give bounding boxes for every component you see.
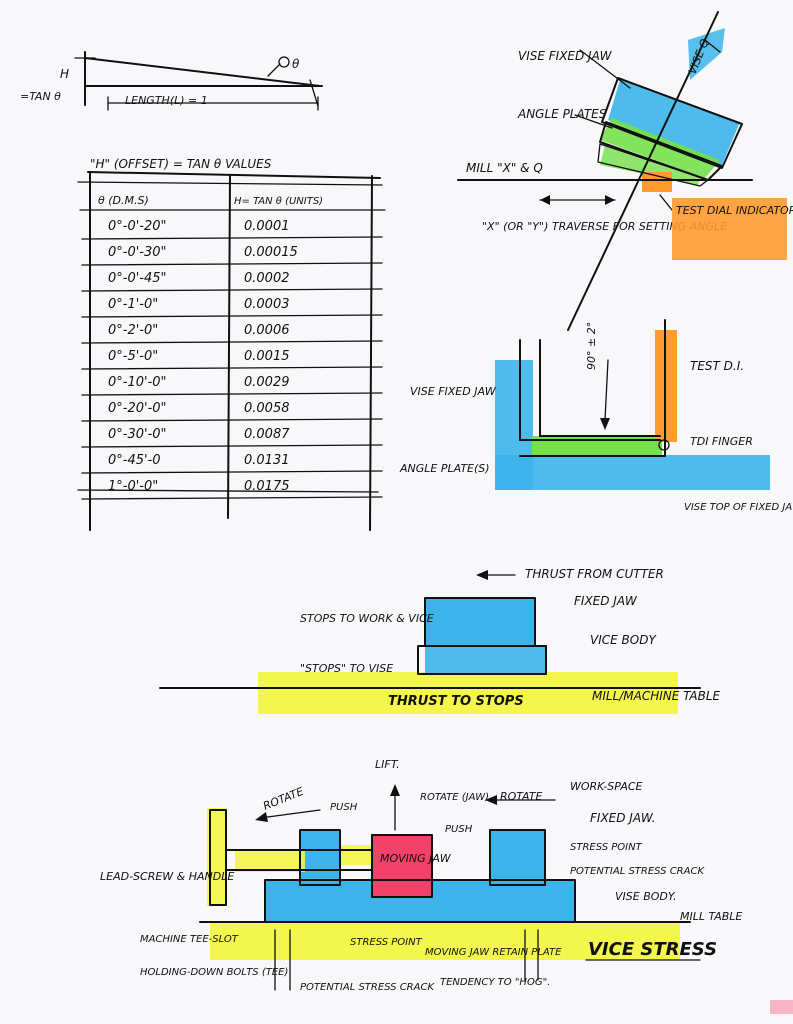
table-row-line — [81, 496, 383, 500]
thrust-mill-table-label: MILL/MACHINE TABLE — [592, 689, 721, 703]
table-highlight — [258, 672, 678, 714]
fixed-jaw-highlight — [608, 80, 740, 165]
table-cell-angle: 1°-0'-0" — [108, 479, 158, 494]
corner-mark — [770, 1000, 793, 1014]
stops-to-work-label: STOPS TO WORK & VICE — [300, 612, 434, 625]
hog-label: TENDENCY TO "HOG". — [440, 977, 550, 988]
stress-table-highlight — [210, 922, 680, 960]
holding-bolts-label: HOLDING-DOWN BOLTS (TEE) — [140, 967, 288, 978]
thrust-jaw-highlight — [425, 598, 535, 646]
table-row-line — [81, 340, 383, 344]
thrust-fixed-jaw-label: FIXED JAW — [574, 594, 638, 608]
lift-label: LIFT. — [375, 758, 400, 771]
table-cell-angle: 0°-20'-0" — [108, 401, 167, 416]
table-cell-angle: 0°-45'-0 — [108, 453, 161, 468]
table-cell-angle: 0°-1'-0" — [108, 297, 158, 312]
table-cell-tan: 0.0003 — [244, 297, 290, 312]
lead-screw-label: LEAD-SCREW & HANDLE — [100, 870, 234, 883]
stops-to-vise-label: "STOPS" TO VISE — [300, 662, 393, 675]
traverse-label: "X" (OR "Y") TRAVERSE FOR SETTING ANGLE — [482, 220, 727, 233]
test-di-label: TEST D.I. — [690, 359, 744, 373]
table-cell-tan: 0.0175 — [244, 479, 290, 494]
vice-body-label: VICE BODY — [590, 633, 657, 647]
tdi-highlight — [642, 172, 672, 192]
moving-jaw-highlight — [372, 835, 432, 897]
table-row-line — [81, 236, 383, 240]
tan-label: =TAN θ — [20, 90, 61, 103]
vise-fixed-jaw-label: VISE FIXED JAW — [518, 49, 613, 63]
tdi-finger-label: TDI FINGER — [690, 435, 753, 448]
tan-sketch: H =TAN θ LENGTH(L) = 1 θ — [20, 51, 323, 111]
table-row-line — [81, 262, 383, 266]
stress-vise-body-label: VISE BODY. — [615, 890, 677, 903]
table-row-line — [81, 288, 383, 292]
thrust-from-cutter-label: THRUST FROM CUTTER — [525, 567, 664, 581]
stress-point-left-label: STRESS POINT — [350, 937, 423, 948]
table-row-line — [81, 392, 383, 396]
table-cell-angle: 0°-30'-0" — [108, 427, 167, 442]
table-cell-angle: 0°-0'-30" — [108, 245, 167, 260]
rotate-jaw-label: ROTATE (JAW) — [420, 792, 489, 803]
table-header-theta: θ (D.M.S) — [98, 194, 149, 207]
table-row-line — [81, 314, 383, 318]
height-label: H — [60, 67, 69, 81]
moving-jaw-plate-label: MOVING JAW RETAIN PLATE — [425, 947, 562, 958]
table-cell-angle: 0°-5'-0" — [108, 349, 158, 364]
table-cell-tan: 0.0001 — [244, 219, 290, 234]
table-title: "H" (OFFSET) = TAN θ VALUES — [90, 157, 272, 171]
angle-label: 90° ± 2° — [585, 322, 598, 370]
table-cell-tan: 0.0087 — [244, 427, 290, 442]
rotate-right-label: ROTATE — [500, 790, 542, 803]
angle-plates-label: ANGLE PLATES — [517, 107, 607, 121]
table-cell-angle: 0°-0'-20" — [108, 219, 167, 234]
table-cell-tan: 0.0058 — [244, 401, 290, 416]
table-cell-angle: 0°-2'-0" — [108, 323, 158, 338]
stress-point-right-label: STRESS POINT — [570, 842, 643, 853]
tdi-label: TEST DIAL INDICATOR (TDI) — [676, 204, 793, 217]
table-row-line — [81, 418, 383, 422]
potential-crack-right-label: POTENTIAL STRESS CRACK — [570, 866, 705, 877]
moving-jaw-label: MOVING JAW — [380, 852, 452, 865]
square-detail: TEST D.I. 90° ± 2° VISE FIXED JAW TDI FI… — [399, 319, 793, 513]
vise-setup: VISE FIXED JAW VISE Q ANGLE PLATES MILL … — [457, 11, 793, 331]
potential-crack-left-label: POTENTIAL STRESS CRACK — [300, 982, 435, 993]
stress-mill-table-label: MILL TABLE — [680, 910, 742, 923]
table-cell-tan: 0.0006 — [244, 323, 290, 338]
vice-stress-title: VICE STRESS — [588, 939, 717, 960]
lead-screw-highlight — [235, 850, 305, 872]
tee-slot-label: MACHINE TEE-SLOT — [140, 934, 239, 945]
push-right-label: PUSH — [445, 824, 473, 835]
table-cell-tan: 0.0131 — [244, 453, 290, 468]
stress-fixed-jaw-label: FIXED JAW. — [590, 811, 656, 825]
length-label: LENGTH(L) = 1 — [125, 94, 208, 107]
table-cell-angle: 0°-0'-45" — [108, 271, 167, 286]
table-row-line — [81, 470, 383, 474]
thrust-stops-label: THRUST TO STOPS — [388, 694, 524, 709]
vise-top-label: VISE TOP OF FIXED JAW. — [684, 502, 793, 513]
vice-stress-diagram: LIFT. ROTATE PUSH ROTATE (JAW) ROTATE PU… — [100, 758, 742, 993]
tdi-label-highlight — [672, 198, 787, 260]
table-cell-tan: 0.0015 — [244, 349, 290, 364]
table-row-line — [81, 444, 383, 448]
detail-vise-jaw-label: VISE FIXED JAW — [410, 385, 497, 398]
detail-angle-plates-label: ANGLE PLATE(S) — [399, 462, 490, 475]
table-row-line — [81, 366, 383, 370]
table-rows: 0°-0'-20" 0.0001 0°-0'-30" 0.00015 0°-0'-45"… — [81, 219, 383, 500]
table-cell-angle: 0°-10'-0" — [108, 375, 167, 390]
tan-table: "H" (OFFSET) = TAN θ VALUES θ (D.M.S) H=… — [77, 157, 386, 531]
thrust-diagram: THRUST FROM CUTTER FIXED JAW STOPS TO WO… — [159, 567, 721, 714]
mill-x-label: MILL "X" & Q — [466, 161, 543, 175]
work-space-label: WORK-SPACE — [570, 780, 643, 793]
table-cell-tan: 0.0002 — [244, 271, 290, 286]
table-header-tan: H= TAN θ (UNITS) — [234, 196, 323, 207]
theta-label: θ — [292, 57, 300, 71]
table-cell-tan: 0.0029 — [244, 375, 290, 390]
table-cell-tan: 0.00015 — [244, 245, 298, 260]
push-left-label: PUSH — [330, 802, 358, 813]
